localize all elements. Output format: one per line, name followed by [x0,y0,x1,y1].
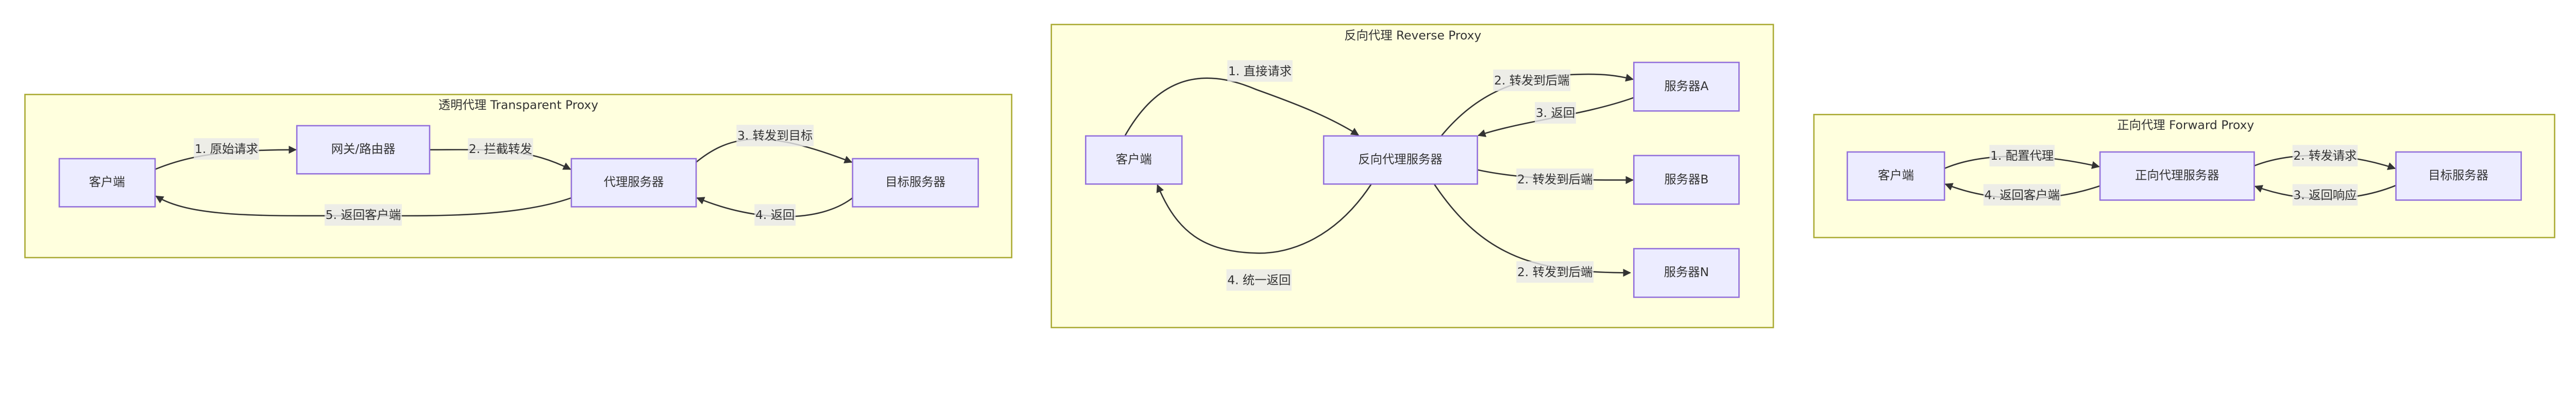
svg-text:服务器N: 服务器N [1664,265,1709,279]
svg-text:4. 返回: 4. 返回 [755,208,794,222]
svg-text:客户端: 客户端 [89,175,125,189]
edge-label: 1. 原始请求 [194,138,259,160]
svg-text:1. 配置代理: 1. 配置代理 [1990,148,2054,163]
node-server-b[interactable]: 服务器B [1633,155,1740,205]
node-gateway[interactable]: 网关/路由器 [296,125,431,175]
svg-text:1. 直接请求: 1. 直接请求 [1228,64,1292,78]
edge-label: 2. 拦截转发 [468,138,533,160]
edge-label: 2. 转发请求 [2292,145,2358,167]
edge-label: 2. 转发到后端 [1493,70,1571,91]
cluster-transparent-proxy: 透明代理 Transparent Proxy 1. 原始请求 2. 拦截转发 3… [24,94,1012,259]
cluster-title: 正向代理 Forward Proxy [2117,117,2254,132]
svg-text:2. 转发到后端: 2. 转发到后端 [1494,73,1569,88]
svg-text:2. 转发请求: 2. 转发请求 [2293,148,2357,163]
node-client[interactable]: 客户端 [1846,151,1945,201]
svg-text:3. 返回: 3. 返回 [1536,106,1575,120]
node-server-a[interactable]: 服务器A [1633,61,1740,112]
cluster-forward-proxy: 正向代理 Forward Proxy 1. 配置代理 2. 转发请求 3. 返回… [1813,114,2555,239]
edge-label: 3. 返回 [1535,102,1576,124]
svg-text:代理服务器: 代理服务器 [604,175,664,189]
svg-text:反向代理服务器: 反向代理服务器 [1358,152,1442,166]
node-proxy[interactable]: 代理服务器 [570,158,697,208]
svg-text:4. 统一返回: 4. 统一返回 [1227,273,1291,287]
node-client[interactable]: 客户端 [58,158,156,208]
edge-1 [1124,77,1359,137]
edge-label: 4. 统一返回 [1226,269,1292,291]
svg-text:目标服务器: 目标服务器 [885,175,945,189]
svg-text:2. 拦截转发: 2. 拦截转发 [469,142,532,156]
edge-label: 4. 返回 [754,204,796,226]
node-forward-proxy[interactable]: 正向代理服务器 [2099,151,2255,201]
cluster-title: 反向代理 Reverse Proxy [1344,28,1481,43]
svg-text:3. 转发到目标: 3. 转发到目标 [737,128,812,143]
node-reverse-proxy[interactable]: 反向代理服务器 [1323,135,1478,185]
edge-4 [1156,183,1372,254]
svg-text:客户端: 客户端 [1116,152,1152,166]
edge-label: 3. 转发到目标 [736,125,814,147]
edge-label: 1. 直接请求 [1227,60,1293,82]
svg-text:目标服务器: 目标服务器 [2428,168,2488,182]
svg-text:服务器B: 服务器B [1664,172,1708,186]
svg-text:网关/路由器: 网关/路由器 [331,142,396,156]
svg-text:服务器A: 服务器A [1664,79,1708,93]
proxy-diagram: 透明代理 Transparent Proxy 1. 原始请求 2. 拦截转发 3… [24,24,2555,329]
node-target[interactable]: 目标服务器 [2395,151,2522,201]
node-server-n[interactable]: 服务器N [1633,248,1740,298]
svg-text:正向代理服务器: 正向代理服务器 [2135,168,2219,182]
svg-text:2. 转发到后端: 2. 转发到后端 [1517,265,1592,279]
cluster-title: 透明代理 Transparent Proxy [438,98,599,112]
svg-text:客户端: 客户端 [1878,168,1914,182]
edge-label: 1. 配置代理 [1989,145,2055,167]
svg-text:1. 原始请求: 1. 原始请求 [195,142,258,156]
edge-label: 5. 返回客户端 [325,204,402,226]
node-client[interactable]: 客户端 [1084,135,1183,185]
edge-label: 2. 转发到后端 [1516,261,1594,283]
svg-text:2. 转发到后端: 2. 转发到后端 [1517,172,1592,186]
edge-2n [1433,183,1631,277]
svg-text:4. 返回客户端: 4. 返回客户端 [1985,188,2060,202]
svg-text:5. 返回客户端: 5. 返回客户端 [326,208,401,222]
edge-label: 2. 转发到后端 [1516,168,1594,190]
svg-text:3. 返回响应: 3. 返回响应 [2293,188,2357,202]
node-target[interactable]: 目标服务器 [852,158,979,208]
cluster-reverse-proxy: 反向代理 Reverse Proxy 1. 直接请求 2. 转发到后端 3. 返… [1050,24,1774,329]
edge-label: 3. 返回响应 [2292,184,2358,206]
edge-label: 4. 返回客户端 [1983,184,2061,206]
